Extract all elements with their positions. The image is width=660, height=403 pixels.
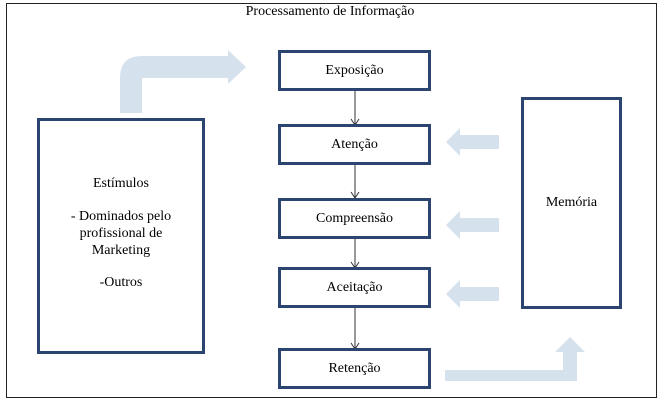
stimulus-heading: Estímulos bbox=[92, 176, 149, 191]
step-exposure: Exposição bbox=[278, 50, 431, 91]
memory-to-acceptance-arrow bbox=[446, 280, 499, 308]
stimulus-line-4: -Outros bbox=[99, 275, 143, 290]
step-comprehension: Compreensão bbox=[278, 198, 431, 239]
diagram-frame bbox=[6, 3, 657, 398]
retention-to-memory-arrow bbox=[445, 337, 585, 381]
step-retention: Retenção bbox=[278, 348, 431, 389]
stimulus-line-2: profissional de bbox=[79, 226, 163, 241]
stimulus-line-1: - Dominados pelo bbox=[70, 209, 172, 224]
memory-to-comprehension-arrow bbox=[446, 211, 499, 239]
memory-to-attention-arrow bbox=[446, 128, 499, 156]
stimulus-box: Estímulos - Dominados pelo profissional … bbox=[37, 118, 205, 354]
memory-box: Memória bbox=[521, 97, 622, 309]
stimulus-to-exposure-arrow bbox=[120, 50, 246, 113]
step-acceptance: Aceitação bbox=[278, 267, 431, 308]
diagram-title: Processamento de Informação bbox=[245, 4, 415, 19]
stimulus-line-3: Marketing bbox=[91, 243, 151, 258]
step-attention: Atenção bbox=[278, 124, 431, 165]
